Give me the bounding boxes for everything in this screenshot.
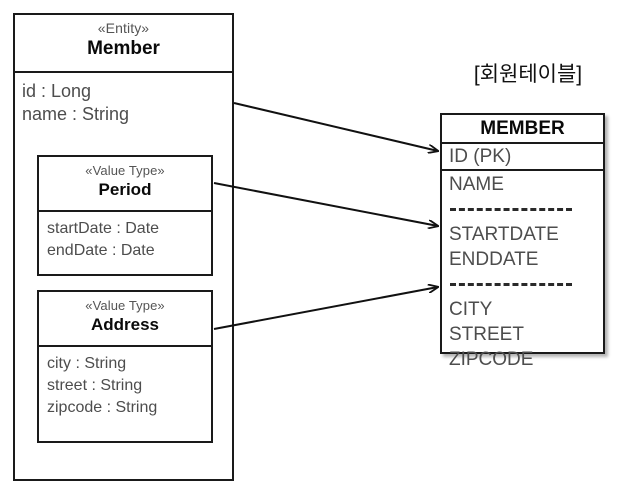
db-column: NAME: [449, 174, 504, 195]
db-table-member[interactable]: MEMBER ID (PK) NAME STARTDATE ENDDATE CI…: [440, 113, 605, 370]
entity-header-member: «Entity» Member: [15, 15, 232, 73]
mapping-arrow-period-to-startdate: [213, 182, 438, 226]
db-column: CITY: [449, 299, 493, 320]
value-type-attribute: city : String: [47, 355, 127, 372]
value-type-stereotype: «Value Type»: [85, 163, 165, 178]
entity-name: Member: [87, 38, 160, 59]
db-table-name: MEMBER: [442, 115, 603, 144]
value-type-attribute-list: city : String street : String zipcode : …: [39, 347, 211, 419]
value-type-attribute: endDate : Date: [47, 242, 155, 259]
db-column-group-separator: [449, 272, 603, 297]
entity-stereotype: «Entity»: [97, 20, 150, 36]
db-column-group-separator: [449, 197, 603, 222]
entity-attribute-list: id : Long name : String: [15, 73, 232, 126]
value-type-header-period: «Value Type» Period: [39, 157, 211, 212]
value-type-attribute-list: startDate : Date endDate : Date: [39, 212, 211, 262]
value-type-attribute: zipcode : String: [47, 399, 158, 416]
db-table-caption: [회원테이블]: [473, 63, 583, 86]
db-column: ENDDATE: [449, 249, 539, 270]
mapping-arrow-address-to-city: [213, 287, 438, 330]
value-type-header-address: «Value Type» Address: [39, 292, 211, 347]
entity-attribute: id : Long: [22, 81, 92, 101]
db-column: ZIPCODE: [449, 349, 534, 370]
db-column-list: NAME STARTDATE ENDDATE CITY STREET ZIPCO…: [442, 171, 603, 372]
value-type-attribute: street : String: [47, 377, 143, 394]
db-column: STREET: [449, 324, 524, 345]
db-column: STARTDATE: [449, 224, 559, 245]
value-type-box-address[interactable]: «Value Type» Address city : String stree…: [37, 290, 213, 443]
mapping-arrow-member-to-id: [233, 102, 438, 151]
db-column-primary-key: ID (PK): [442, 144, 603, 171]
value-type-stereotype: «Value Type»: [85, 298, 165, 313]
value-type-attribute: startDate : Date: [47, 220, 160, 237]
entity-attribute: name : String: [22, 104, 130, 124]
value-type-name: Period: [98, 180, 152, 199]
value-type-box-period[interactable]: «Value Type» Period startDate : Date end…: [37, 155, 213, 276]
value-type-name: Address: [90, 315, 160, 334]
